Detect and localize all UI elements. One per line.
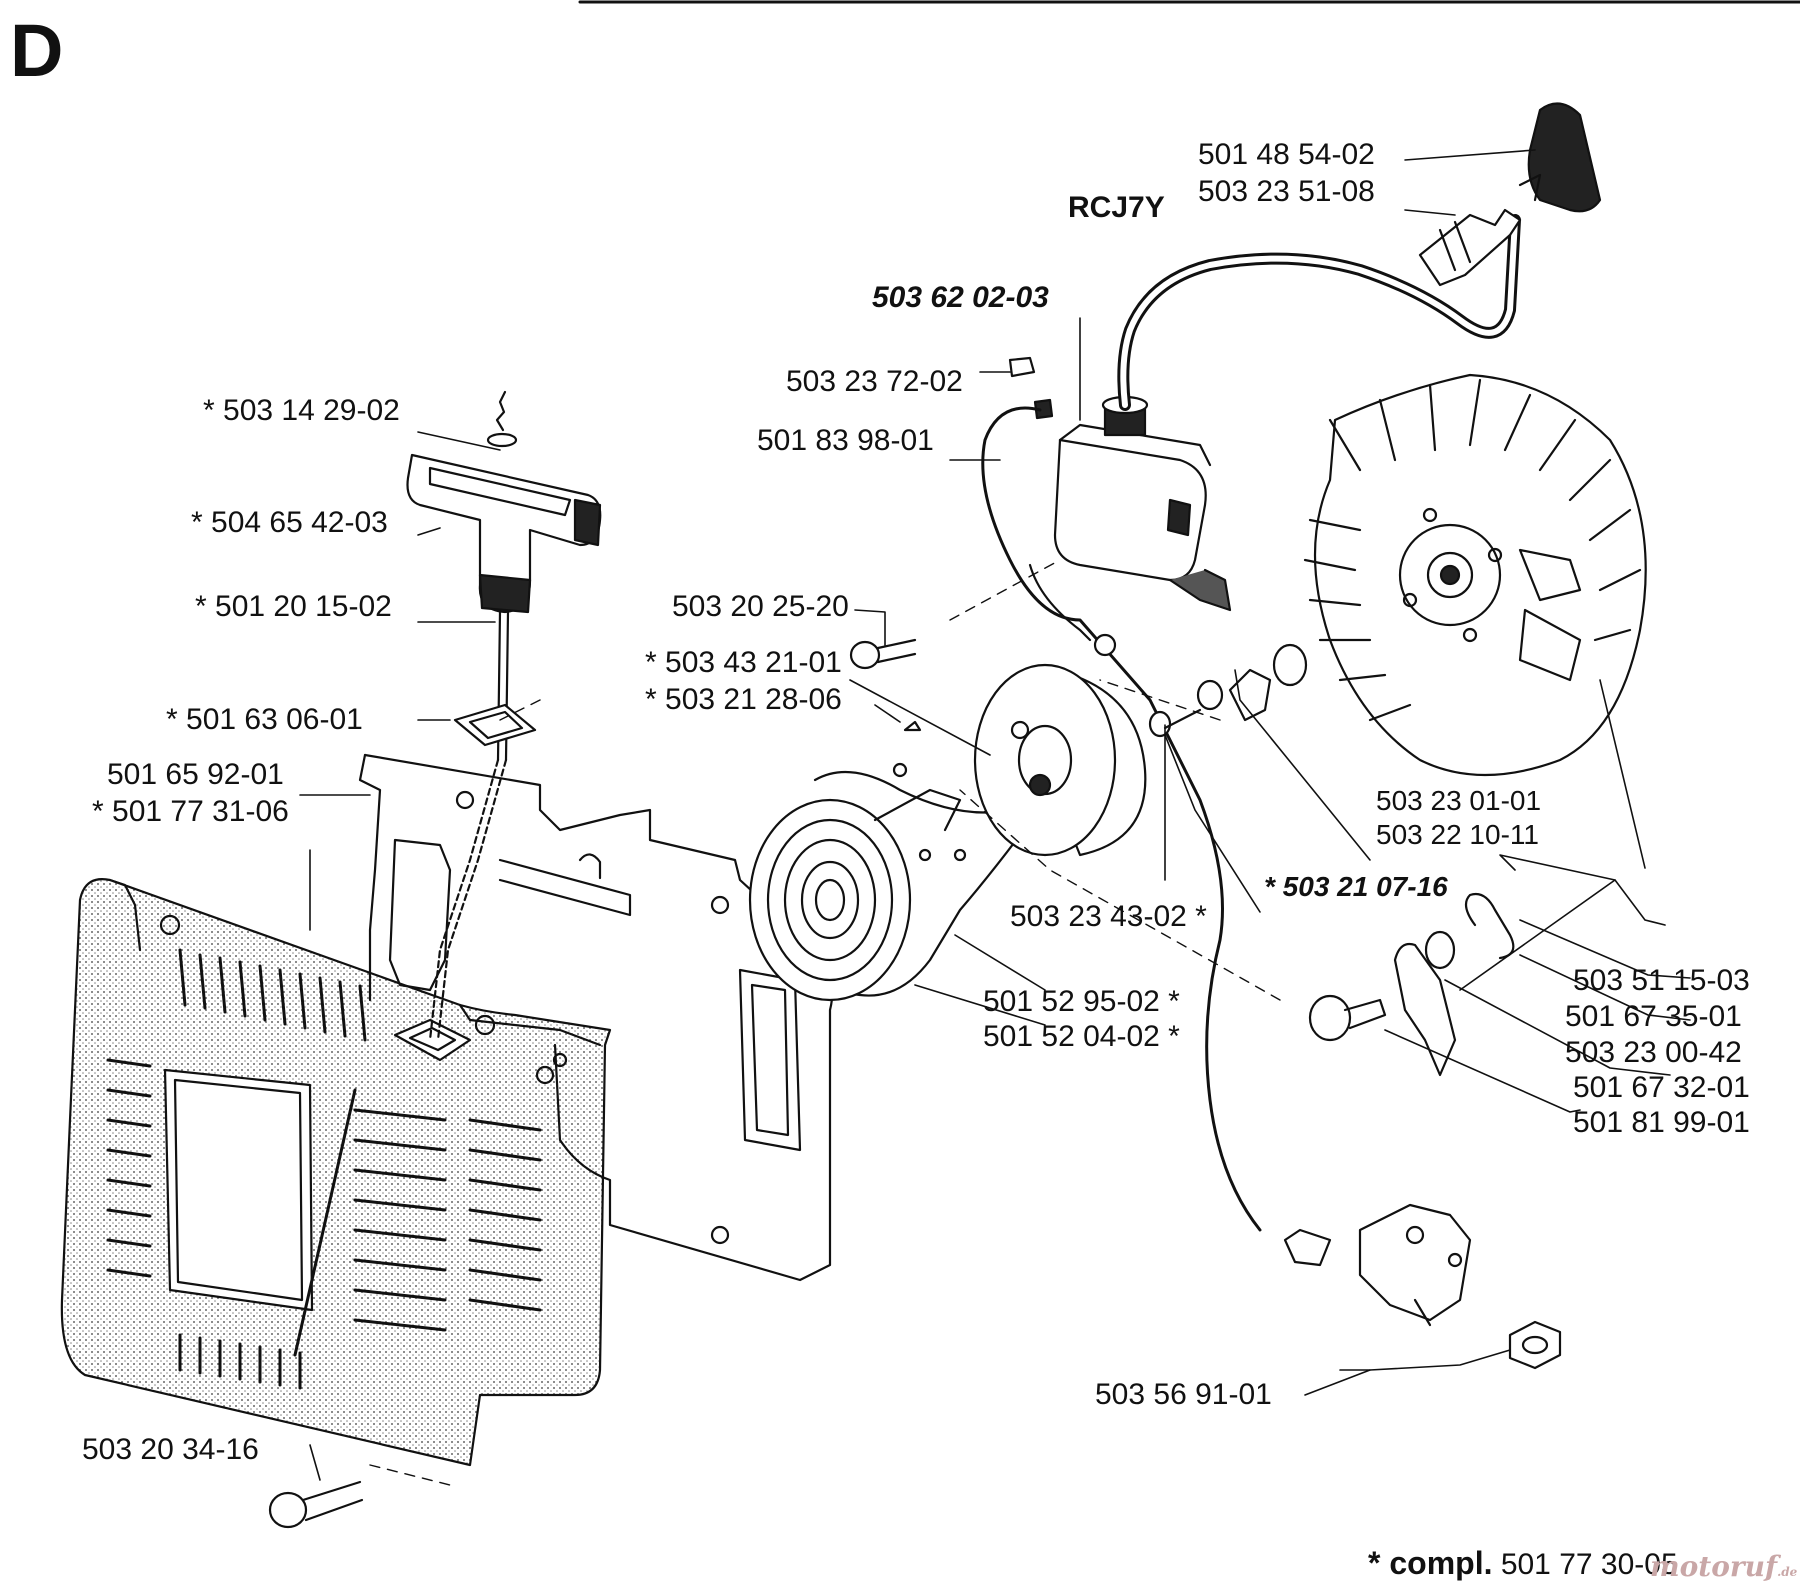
watermark-suffix: .de (1777, 1565, 1798, 1579)
label-spark-plug: 503 23 51-08 (1198, 175, 1375, 208)
washers-drawing (1148, 643, 1308, 738)
compl-number: 501 77 30-05 (1500, 1548, 1678, 1581)
label-terminal: 503 23 72-02 (786, 365, 963, 398)
label-guide: * 501 63 06-01 (166, 703, 363, 736)
label-ignition-module: 503 62 02-03 (872, 281, 1049, 314)
label-housing-a: 501 65 92-01 (107, 758, 284, 791)
ignition-module-drawing (981, 102, 1602, 1232)
handle-drawing (406, 390, 602, 1042)
label-pawl-spring: 503 51 15-03 (1573, 964, 1750, 997)
leader-lines (299, 149, 1691, 1481)
pulley-disc-drawing (973, 663, 1147, 857)
watermark-name: motoruf (1650, 1550, 1778, 1583)
compl-label: * compl. (1368, 1545, 1493, 1581)
label-handle-screw: * 503 14 29-02 (203, 394, 400, 427)
starter-housing-drawing (60, 878, 612, 1467)
label-cord: * 501 20 15-02 (195, 590, 392, 623)
label-handle: * 504 65 42-03 (191, 506, 388, 539)
screw-2520-drawing (849, 638, 917, 670)
watermark-logo: motoruf.de (1650, 1550, 1797, 1583)
label-spring-a: 501 52 95-02 * (983, 985, 1180, 1018)
complete-assembly-note: * compl. 501 77 30-05 (1368, 1545, 1678, 1582)
pawl-assembly-drawing (1308, 892, 1515, 1077)
label-pawl: 501 67 35-01 (1565, 1000, 1742, 1033)
label-housing-screw: 503 20 34-16 (82, 1433, 259, 1466)
small-screw-drawing (903, 720, 922, 732)
label-nut-b: 503 22 10-11 (1376, 819, 1539, 850)
label-pawl-screw: 501 81 99-01 (1573, 1106, 1750, 1139)
label-hv-lead: 501 48 54-02 (1198, 138, 1375, 171)
section-letter: D (10, 9, 64, 92)
label-stop-cable: 501 83 98-01 (757, 424, 934, 457)
flywheel-drawing (1303, 373, 1647, 777)
label-nut-a: 503 23 01-01 (1376, 785, 1542, 816)
axis-lines (369, 559, 1281, 1486)
label-spring-b: 501 52 04-02 * (983, 1020, 1180, 1053)
label-washer: 503 23 43-02 * (1010, 900, 1207, 933)
label-stop-switch: 503 56 91-01 (1095, 1378, 1272, 1411)
starter-pulley-drawing (748, 762, 1022, 1002)
stop-switch-drawing (1283, 1203, 1562, 1370)
label-pulley-b: * 503 21 28-06 (645, 683, 842, 716)
label-pawl-b: 501 67 32-01 (1573, 1071, 1750, 1104)
screw-3416-drawing (268, 1480, 364, 1529)
label-plug-type: RCJ7Y (1068, 191, 1165, 224)
label-pulley-a: * 503 43 21-01 (645, 646, 842, 679)
label-screw-2520: 503 20 25-20 (672, 590, 849, 623)
label-pawl-washer: 503 23 00-42 (1565, 1036, 1742, 1069)
label-stud: * 503 21 07-16 (1264, 871, 1448, 902)
label-housing-b: * 501 77 31-06 (92, 795, 289, 828)
